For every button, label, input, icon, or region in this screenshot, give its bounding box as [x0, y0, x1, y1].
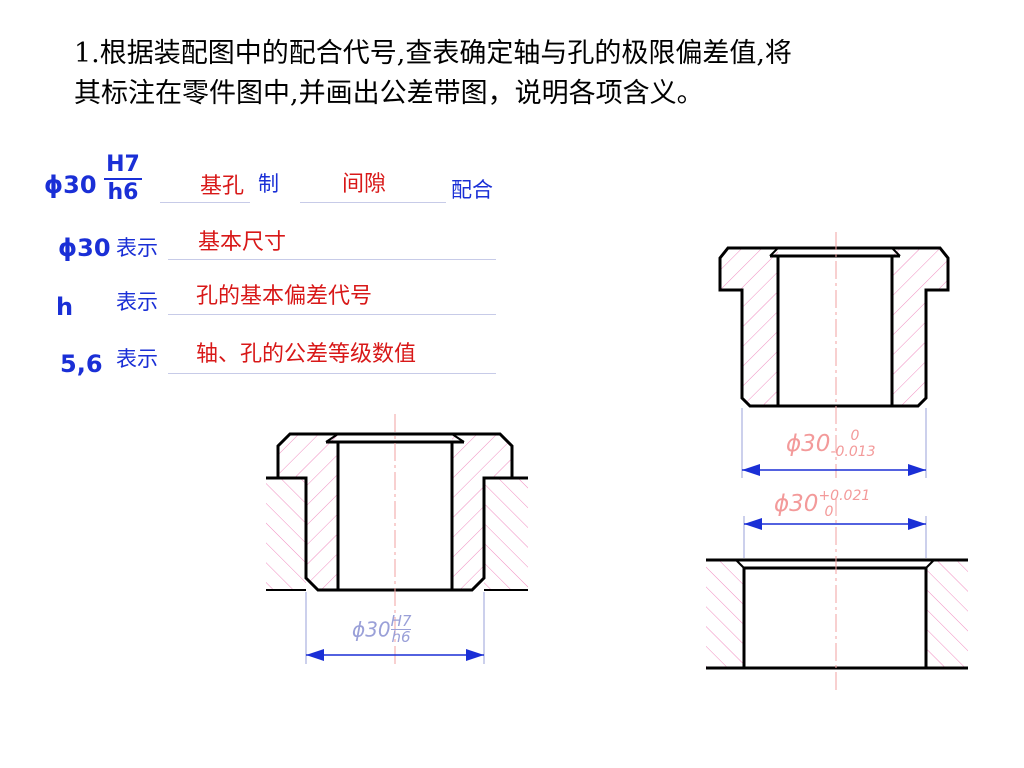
blank-line [168, 314, 496, 315]
housing-part-drawing [706, 498, 968, 694]
part-left-section [720, 248, 778, 406]
term-tolerance-grade: 5,6 [60, 350, 103, 378]
blank-line [160, 202, 250, 203]
question-line-2: 其标注在零件图中,并画出公差带图，说明各项含义。 [74, 78, 704, 109]
answer-fit-type: 间隙 [342, 172, 387, 197]
housing-left-section [706, 560, 744, 668]
blank-line [168, 259, 496, 260]
blank-line [168, 373, 496, 374]
word-fit: 配合 [451, 178, 493, 202]
word-system: 制 [258, 172, 279, 196]
answer-deviation-code: 孔的基本偏差代号 [196, 284, 373, 309]
word-means: 表示 [116, 236, 158, 260]
housing-left-section [266, 478, 306, 590]
word-means: 表示 [116, 347, 158, 371]
term-deviation-code: h [56, 293, 74, 321]
blank-line [300, 202, 446, 203]
housing-right-section [484, 478, 528, 590]
bushing-left-section [278, 434, 338, 590]
term-basic-size: ϕ30 [58, 234, 111, 262]
question-line-1: 1.根据装配图中的配合代号,查表确定轴与孔的极限偏差值,将 [74, 38, 792, 69]
bushing-right-section [452, 434, 512, 590]
housing-right-section [926, 560, 968, 668]
fit-numerator: H7 [106, 152, 140, 177]
bushing-part-drawing [718, 232, 950, 478]
word-means: 表示 [116, 290, 158, 314]
answer-fit-system: 基孔 [200, 174, 245, 199]
question-text: 1.根据装配图中的配合代号,查表确定轴与孔的极限偏差值,将 其标注在零件图中,并… [74, 34, 994, 114]
fit-denominator: h6 [107, 180, 139, 205]
part-outline [718, 246, 950, 408]
part-right-section [892, 248, 948, 406]
assembly-drawing [266, 414, 528, 668]
answer-tolerance-grade: 轴、孔的公差等级数值 [196, 342, 417, 367]
fit-symbol: ϕ30 [44, 171, 97, 199]
answer-basic-size: 基本尺寸 [198, 230, 287, 255]
fit-fraction: H7 h6 [104, 153, 142, 205]
